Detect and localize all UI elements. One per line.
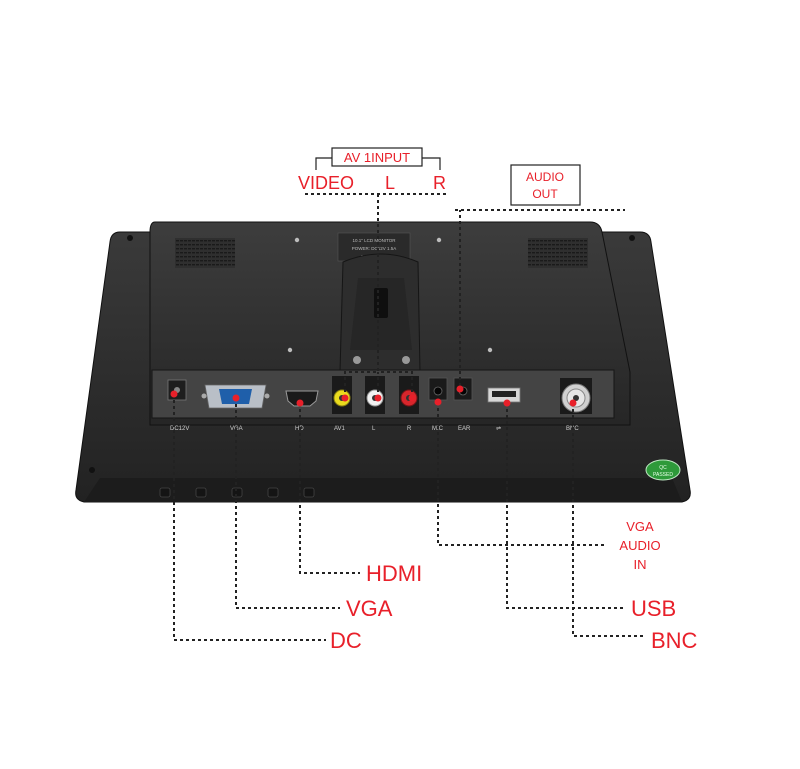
screw-icon <box>402 356 410 364</box>
badge-line2: PASSED <box>653 472 673 478</box>
port-label-av1: AV1 <box>334 426 346 432</box>
port-strip <box>151 369 615 419</box>
dc-port[interactable] <box>167 379 187 401</box>
callout-hdmi: HDMI <box>366 561 422 586</box>
av-video-label: VIDEO <box>298 173 354 193</box>
power-button[interactable] <box>303 487 315 498</box>
bottom-callouts: HDMI VGA DC USB BNC <box>330 561 698 653</box>
port-label-l: L <box>372 426 376 432</box>
callout-bnc: BNC <box>651 628 698 653</box>
vga-audio-in-line2: AUDIO <box>619 538 660 553</box>
audio-out-callout: AUDIO OUT <box>510 164 581 206</box>
vga-audio-in-callout: VGA AUDIO IN <box>619 519 660 572</box>
vent-grille <box>175 238 235 268</box>
up-button[interactable] <box>195 487 207 498</box>
vga-audio-in-line3: IN <box>634 557 647 572</box>
menu-button[interactable] <box>159 487 171 498</box>
source-button[interactable] <box>267 487 279 498</box>
av-video-jack[interactable] <box>332 376 352 414</box>
callout-markers <box>170 385 577 407</box>
port-label-r: R <box>407 426 412 432</box>
screw-icon <box>353 356 361 364</box>
sticker-line2: POWER: DC12V 1.5A <box>352 246 397 251</box>
audio-out-line2: OUT <box>532 187 558 201</box>
screw-icon <box>629 235 635 241</box>
callout-leaders <box>173 193 645 641</box>
callout-vga: VGA <box>346 596 393 621</box>
port-label-ear: EAR <box>458 426 471 432</box>
av-audio-left-jack[interactable] <box>365 376 385 414</box>
port-label-dc: DC12V <box>170 426 189 432</box>
sticker-line1: 10.1" LCD MONITOR <box>352 238 396 243</box>
badge-line1: QC <box>659 465 667 471</box>
screw-icon <box>89 467 95 473</box>
mount-bracket <box>339 253 421 373</box>
av-right-label: R <box>433 173 446 193</box>
vent-grille <box>528 238 588 268</box>
bnc-connector[interactable] <box>560 378 592 414</box>
audio-out-line1: AUDIO <box>526 170 564 184</box>
screw-icon <box>127 235 133 241</box>
vga-audio-in-line1: VGA <box>626 519 654 534</box>
usb-port[interactable] <box>487 387 521 403</box>
button-row <box>159 487 315 498</box>
mic-jack[interactable] <box>428 377 448 401</box>
usb-symbol-icon: ⇌ <box>496 425 501 432</box>
av-input-callout: AV 1INPUT VIDEO L R <box>298 147 446 193</box>
callout-usb: USB <box>631 596 676 621</box>
qc-passed-badge: QC PASSED <box>645 459 681 481</box>
av-left-label: L <box>385 173 395 193</box>
mount-slot <box>374 288 388 318</box>
hdmi-port[interactable] <box>285 390 319 407</box>
callout-dc: DC <box>330 628 362 653</box>
av-input-title: AV 1INPUT <box>344 150 410 165</box>
av-audio-right-jack[interactable] <box>399 376 419 414</box>
